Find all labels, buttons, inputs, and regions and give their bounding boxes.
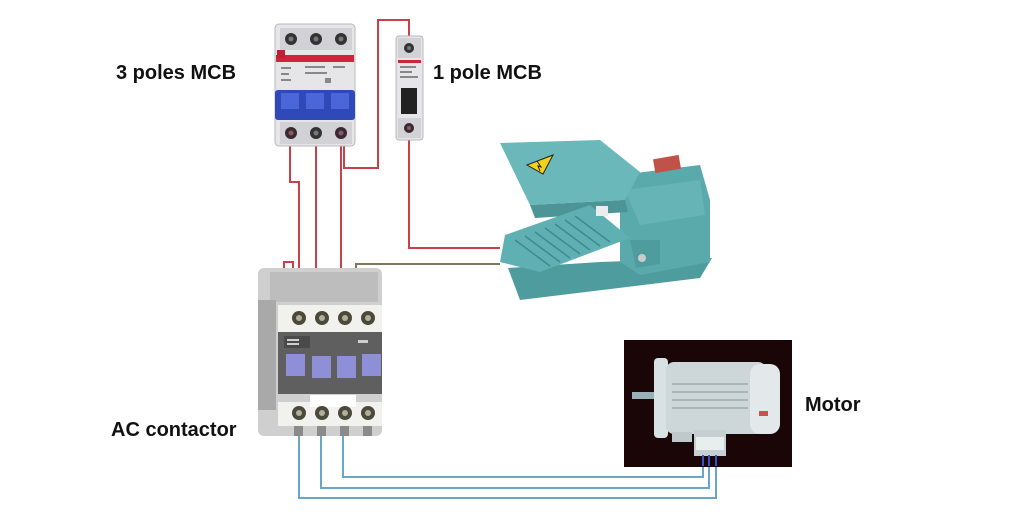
contactor-top-terminals — [278, 305, 382, 332]
motor-shaft — [632, 392, 656, 399]
mcb3-top-terminals — [280, 28, 352, 50]
label-1-pole-mcb: 1 pole MCB — [433, 62, 542, 84]
mcb3-bottom-terminals — [280, 122, 352, 144]
label-3-poles-mcb: 3 poles MCB — [116, 62, 237, 84]
warning-triangle-icon — [525, 154, 555, 175]
contactor-indicator-windows — [286, 354, 381, 378]
ac-contactor[interactable] — [258, 268, 382, 436]
mcb-1-pole[interactable] — [395, 35, 424, 141]
mcb3-brand-stripe — [276, 55, 354, 62]
label-ac-contactor: AC contactor — [111, 419, 237, 441]
label-motor: Motor — [805, 394, 861, 416]
mcb3-rating-text — [281, 66, 345, 83]
motor-leads — [702, 455, 717, 466]
motor-wires — [298, 428, 717, 499]
contactor-bottom-terminals — [278, 395, 382, 426]
motor[interactable] — [624, 340, 792, 467]
mcb1-handle[interactable] — [401, 88, 417, 114]
mcb-3-pole[interactable] — [274, 23, 356, 147]
foot-pedal-switch[interactable] — [500, 140, 712, 300]
